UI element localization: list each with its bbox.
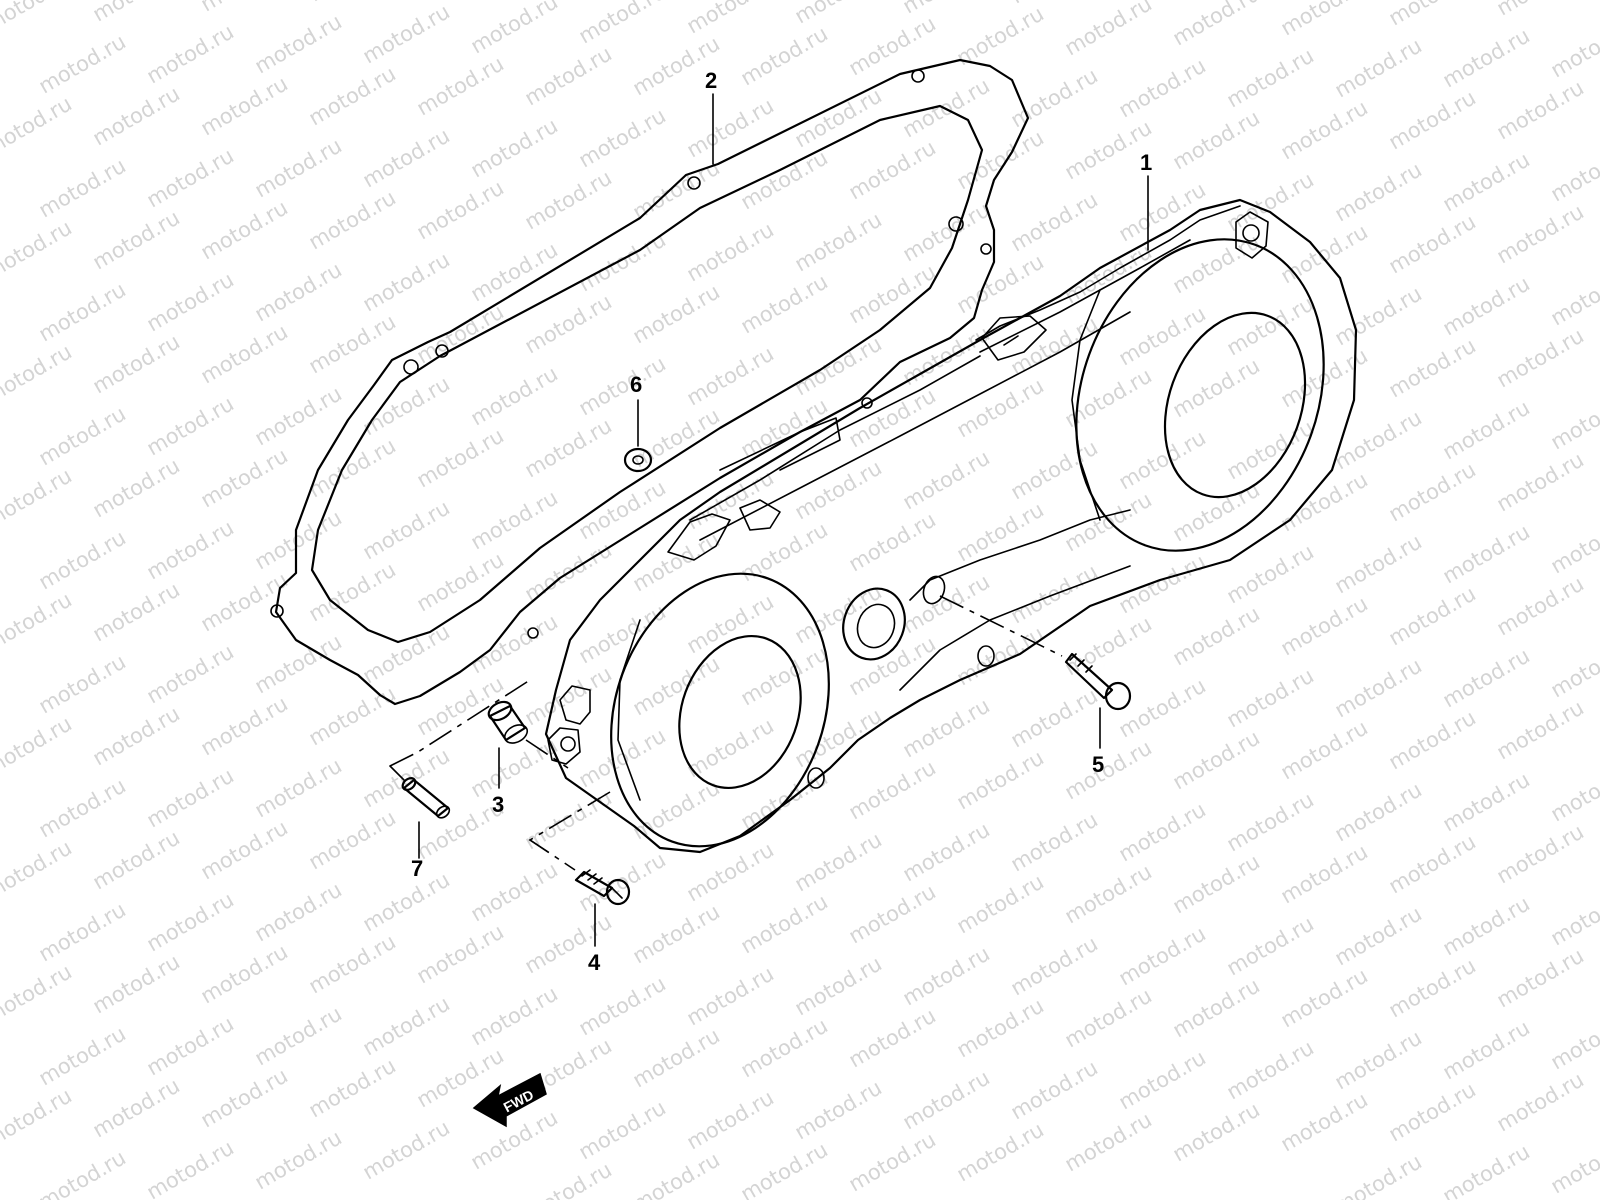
bolt-short-part xyxy=(528,791,631,906)
callout-1-label: 1 xyxy=(1140,150,1152,175)
callout-7-label: 7 xyxy=(411,856,423,881)
callout-2-label: 2 xyxy=(705,68,717,93)
clutch-cover-part xyxy=(544,198,1358,854)
callout-5-label: 5 xyxy=(1092,752,1104,777)
washer-part xyxy=(623,447,653,473)
dowel-sleeve-part xyxy=(487,700,569,769)
callout-6-label: 6 xyxy=(630,372,642,397)
callout-4-label: 4 xyxy=(588,950,601,975)
fwd-arrow-icon: FWD xyxy=(472,1072,547,1128)
callout-leaders xyxy=(418,93,1149,947)
dowel-pin-part xyxy=(389,679,531,819)
bolt-long-part xyxy=(939,595,1132,711)
callout-3-label: 3 xyxy=(492,792,504,817)
gasket-part xyxy=(270,58,1030,706)
